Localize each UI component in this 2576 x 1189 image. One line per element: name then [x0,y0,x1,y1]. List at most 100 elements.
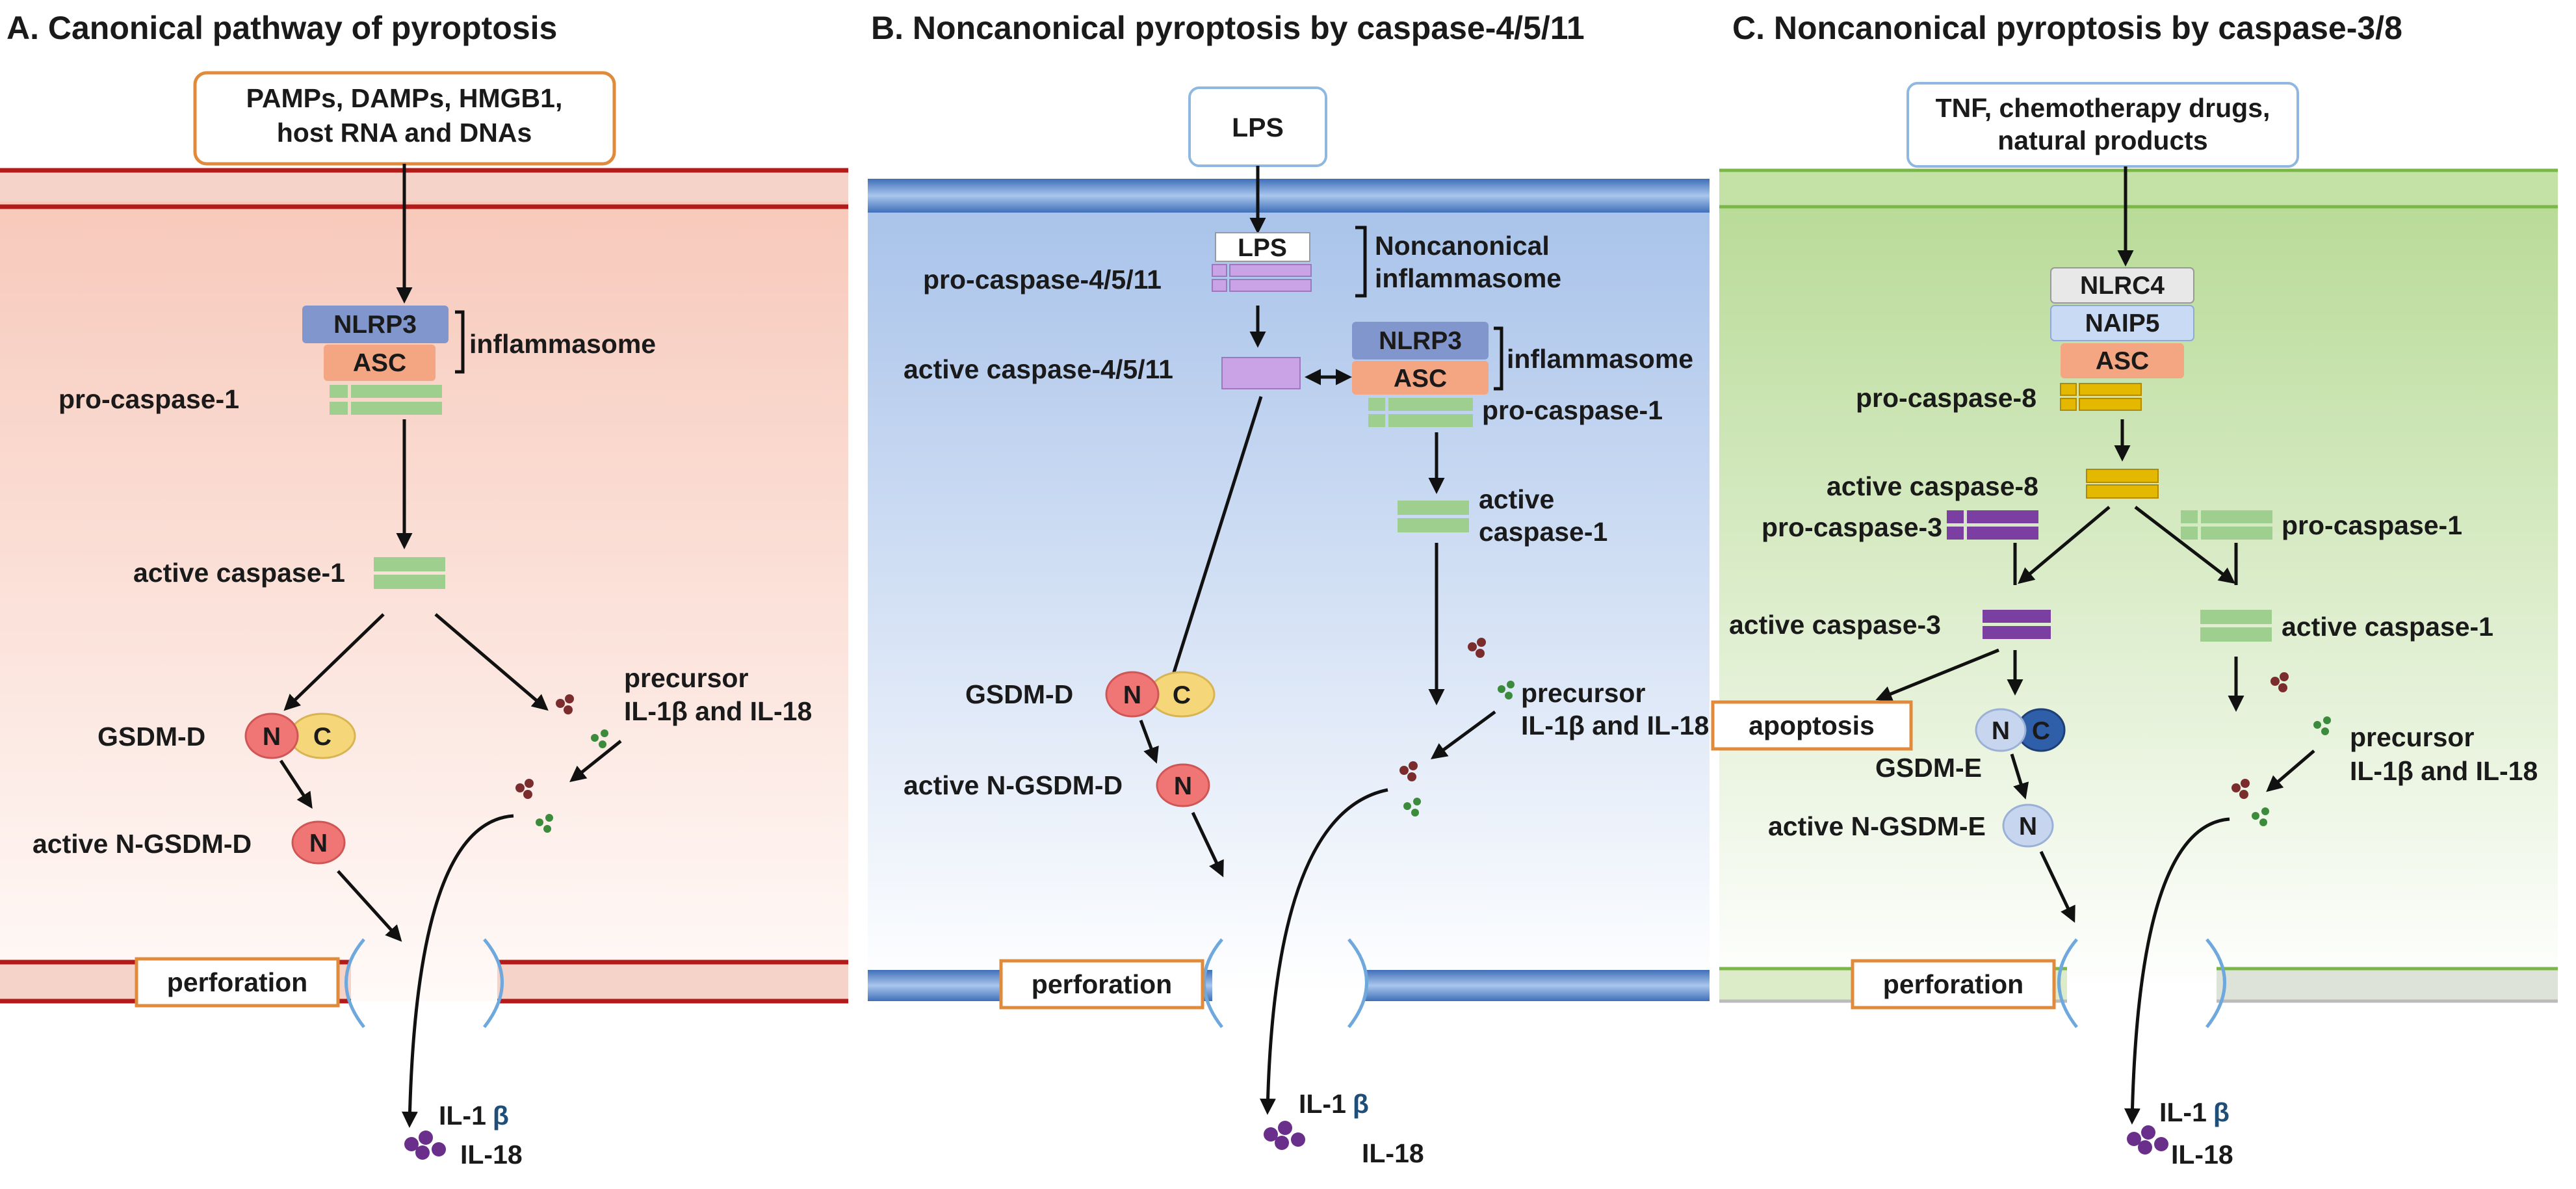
svg-text:N: N [2019,813,2037,841]
pore-left-arc [345,938,365,1028]
pro-caspase-3-icon [1947,510,2038,540]
pore-left-arc [2057,938,2078,1028]
precursor-label: precursor [2350,722,2474,752]
il-release-arrow [2124,817,2230,1125]
pore-left-arc [1203,938,1223,1028]
mature-il-molecules [1264,1121,1305,1150]
svg-text:N: N [309,830,328,857]
active-caspase-1-label: active caspase-1 [133,558,345,588]
svg-text:N: N [1174,772,1192,800]
inflammasome-label: inflammasome [469,329,656,359]
panel-c-extracellular-band [1719,170,2558,207]
active-caspase-1-line2: caspase-1 [1479,517,1607,547]
naip5-block [2050,305,2194,341]
svg-text:N: N [263,723,281,751]
panel-b-cytoplasm [868,213,1710,993]
noncanonical-bracket [1355,226,1367,298]
precursor-label: precursor [624,663,748,693]
active-n-gsdm-d-label: active N-GSDM-D [904,770,1123,800]
mature-il-molecules [2127,1125,2168,1155]
asc-block [324,345,436,381]
active-caspase-1-icon [2200,610,2272,642]
asc-label: ASC [353,349,406,377]
active-n-gsdm-d-icon [1156,763,1210,807]
asc-label: ASC [1394,365,1447,393]
nlrp3-label: NLRP3 [1379,327,1462,355]
il1b-il18-label: IL-1β and IL-18 [624,696,812,726]
il1b-il18-label: IL-1β and IL-18 [1521,711,1709,740]
noncanonical-line1: Noncanonical [1375,231,1550,261]
precursor-il-molecules-top [2270,672,2331,735]
lps-inner-label: LPS [1238,234,1287,262]
mature-il18-label: IL-18 [2171,1140,2233,1169]
nlrp3-label: NLRP3 [333,311,417,339]
panel-b: B. Noncanonical pyroptosis by caspase-4/… [868,10,1710,1168]
panel-c-stimulus-line1: TNF, chemotherapy drugs, [1936,93,2270,123]
active-n-gsdm-d-label: active N-GSDM-D [33,829,252,859]
mature-il18-label: IL-18 [1362,1138,1424,1168]
il-release-arrow [1259,788,1388,1115]
panel-c-bottom-membrane-right [2217,969,2558,1001]
precursor-label: precursor [1521,678,1645,708]
perforation-label: perforation [1883,969,2023,999]
mature-il-molecules [404,1130,446,1160]
active-n-gsdm-e-icon [2002,804,2054,848]
panel-c-stimulus-line2: natural products [1997,125,2207,155]
gsdm-e-n-domain [1975,708,2027,752]
pro-caspase-8-icon [2060,383,2142,411]
pro-caspase-4-5-11-icon [1212,264,1312,292]
active-caspase-3-icon [1983,610,2051,639]
active-caspase-1-label: active caspase-1 [2282,612,2493,642]
pro-caspase-1-label: pro-caspase-1 [59,384,239,414]
svg-text:N: N [1123,681,1141,709]
panel-a-extracellular-band [0,170,848,202]
panel-a-bottom-membrane-right [497,961,848,1002]
active-caspase-3-label: active caspase-3 [1729,610,1941,640]
precursor-il-molecules-top [556,694,608,748]
pro-caspase-4-5-11-label: pro-caspase-4/5/11 [923,265,1162,294]
svg-text:C: C [1173,681,1191,709]
asc-label: ASC [2096,347,2149,375]
pro-caspase-3-label: pro-caspase-3 [1762,512,1942,542]
active-caspase-1-line1: active [1479,484,1554,514]
active-caspase-8-label: active caspase-8 [1827,471,2038,501]
perforation-label: perforation [167,967,307,997]
gsdm-d-n-domain [244,712,299,759]
apoptosis-box [1711,700,1913,751]
active-caspase-1-icon [1398,501,1469,532]
panel-b-stimulus-label: LPS [1232,112,1284,142]
panel-b-bottom-membrane-right [1365,970,1710,1001]
panel-c-title: C. Noncanonical pyroptosis by caspase-3/… [1732,10,2402,46]
precursor-il-molecules-top [1468,638,1515,699]
inflammasome-bracket [455,310,465,374]
asc-block [1352,361,1489,395]
inflammasome-label: inflammasome [1507,344,1693,374]
panel-a-stimulus-line2: host RNA and DNAs [277,118,532,148]
perforation-box [999,959,1204,1010]
gsdm-d-n-domain [1105,671,1160,718]
panel-b-top-membrane [868,179,1710,213]
gsdm-e-label: GSDM-E [1875,753,1982,783]
pro-caspase-1-icon [330,385,442,415]
nlrp3-block [1352,322,1489,359]
il-release-arrow [401,814,514,1128]
pro-caspase-1-icon [1368,398,1473,427]
perforation-label: perforation [1032,969,1172,999]
active-caspase-4-5-11-icon [1221,357,1301,389]
il1b-il18-label: IL-1β and IL-18 [2350,756,2538,786]
pore-right-arc [483,938,504,1028]
panel-a-title: A. Canonical pathway of pyroptosis [7,10,557,46]
panel-c-stimulus-box [1906,82,2299,168]
gsdm-d-label: GSDM-D [965,679,1073,709]
mature-il18-label: IL-18 [460,1140,523,1169]
panel-a-stimulus-line1: PAMPs, DAMPs, HMGB1, [246,83,563,113]
precursor-il-molecules-bottom [2231,779,2269,826]
apoptosis-label: apoptosis [1749,711,1875,740]
nlrc4-label: NLRC4 [2080,272,2165,300]
noncanonical-line2: inflammasome [1375,263,1561,293]
gsdm-d-label: GSDM-D [98,722,205,751]
